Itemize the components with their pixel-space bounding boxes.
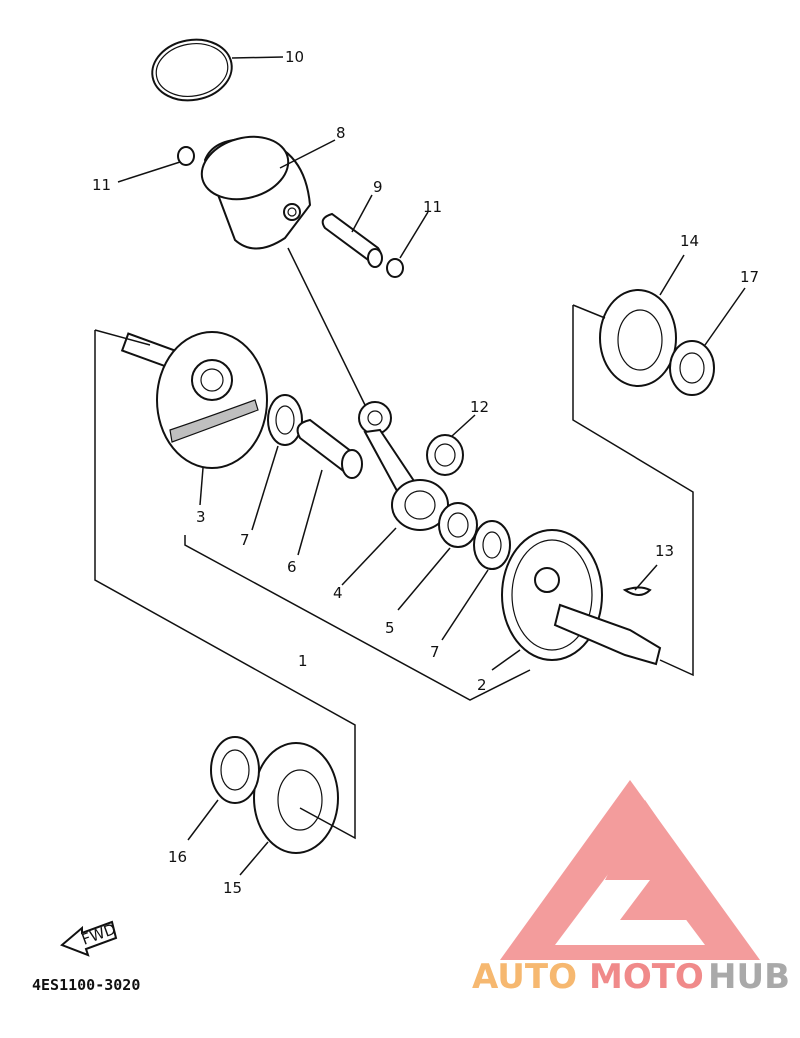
watermark-auto: AUTO (472, 957, 577, 997)
thrust-washer-7-right[interactable] (473, 520, 511, 570)
label-7-left: 7 (240, 531, 250, 549)
label-6: 6 (287, 558, 297, 576)
label-11-right: 11 (423, 198, 442, 216)
needle-bearing-5[interactable] (438, 502, 478, 548)
automotohub-logo (500, 780, 760, 960)
label-9: 9 (373, 178, 383, 196)
crank-half-left-3[interactable] (120, 331, 268, 469)
connecting-rod-4[interactable] (358, 401, 449, 531)
label-10: 10 (285, 48, 304, 66)
watermark-hub: HUB (708, 957, 790, 997)
label-12: 12 (470, 398, 489, 416)
watermark-moto: MOTO (589, 957, 704, 997)
label-1: 1 (298, 652, 308, 670)
thrust-washer-7-left[interactable] (267, 394, 303, 446)
crank-half-right-2[interactable] (501, 529, 662, 666)
label-5: 5 (385, 619, 395, 637)
bearing-14[interactable] (599, 289, 677, 387)
woodruff-key-13[interactable] (622, 586, 652, 596)
forward-arrow-icon: FWD (60, 920, 118, 957)
label-8: 8 (336, 124, 346, 142)
oil-seal-16[interactable] (210, 736, 260, 804)
crank-pin-6[interactable] (296, 418, 363, 479)
label-17: 17 (740, 268, 759, 286)
label-15: 15 (223, 879, 242, 897)
circlip-11-right[interactable] (386, 258, 404, 278)
piston-8[interactable] (195, 128, 312, 250)
label-2: 2 (477, 676, 487, 694)
piston-ring-10[interactable] (147, 34, 236, 107)
label-4: 4 (333, 584, 343, 602)
circlip-11-left[interactable] (177, 146, 195, 166)
label-7-right: 7 (430, 643, 440, 661)
diagram-code: 4ES1100-3020 (32, 976, 140, 994)
piston-pin-9[interactable] (321, 212, 383, 268)
crankshaft-assembly-bracket (94, 330, 356, 840)
right-bearing-bracket (572, 305, 694, 677)
crankshaft-assembly-line (184, 535, 531, 701)
label-11-left: 11 (92, 176, 111, 194)
bearing-15[interactable] (253, 742, 339, 854)
needle-bearing-12[interactable] (426, 434, 464, 476)
label-13: 13 (655, 542, 674, 560)
label-3: 3 (196, 508, 206, 526)
oil-seal-17[interactable] (669, 340, 715, 396)
label-14: 14 (680, 232, 699, 250)
label-16: 16 (168, 848, 187, 866)
